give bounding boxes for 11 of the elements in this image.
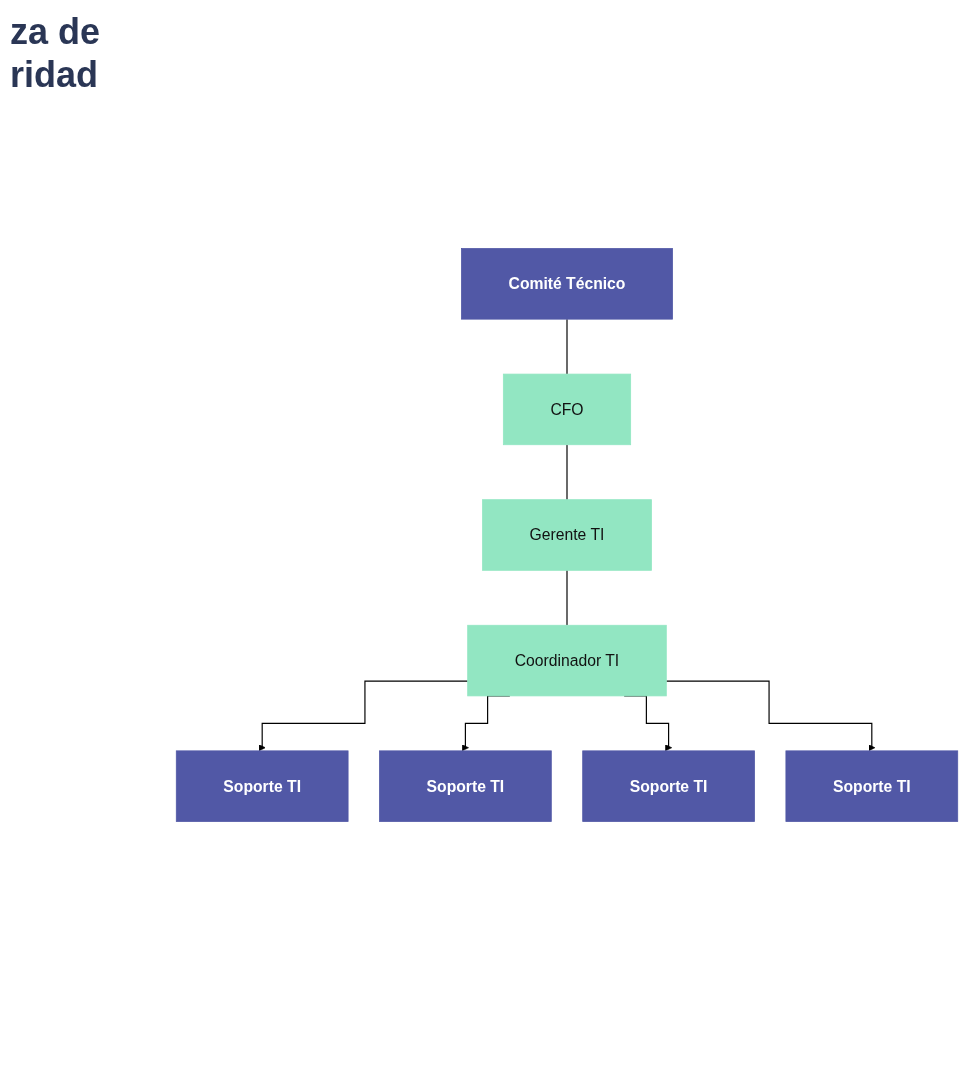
node-box: Comité Técnico <box>461 248 673 320</box>
node-box: Soporte TI <box>379 750 552 822</box>
node-box: Soporte TI <box>582 750 755 822</box>
title: za de ridad <box>10 10 102 97</box>
arrow <box>665 680 876 752</box>
node-box: Coordinador TI <box>467 624 667 697</box>
node-box: CFO <box>502 373 632 446</box>
node-box: Soporte TI <box>175 750 349 822</box>
node-box: Gerente TI <box>482 499 652 571</box>
node-box: Soporte TI <box>785 750 959 822</box>
arrow <box>258 680 469 752</box>
